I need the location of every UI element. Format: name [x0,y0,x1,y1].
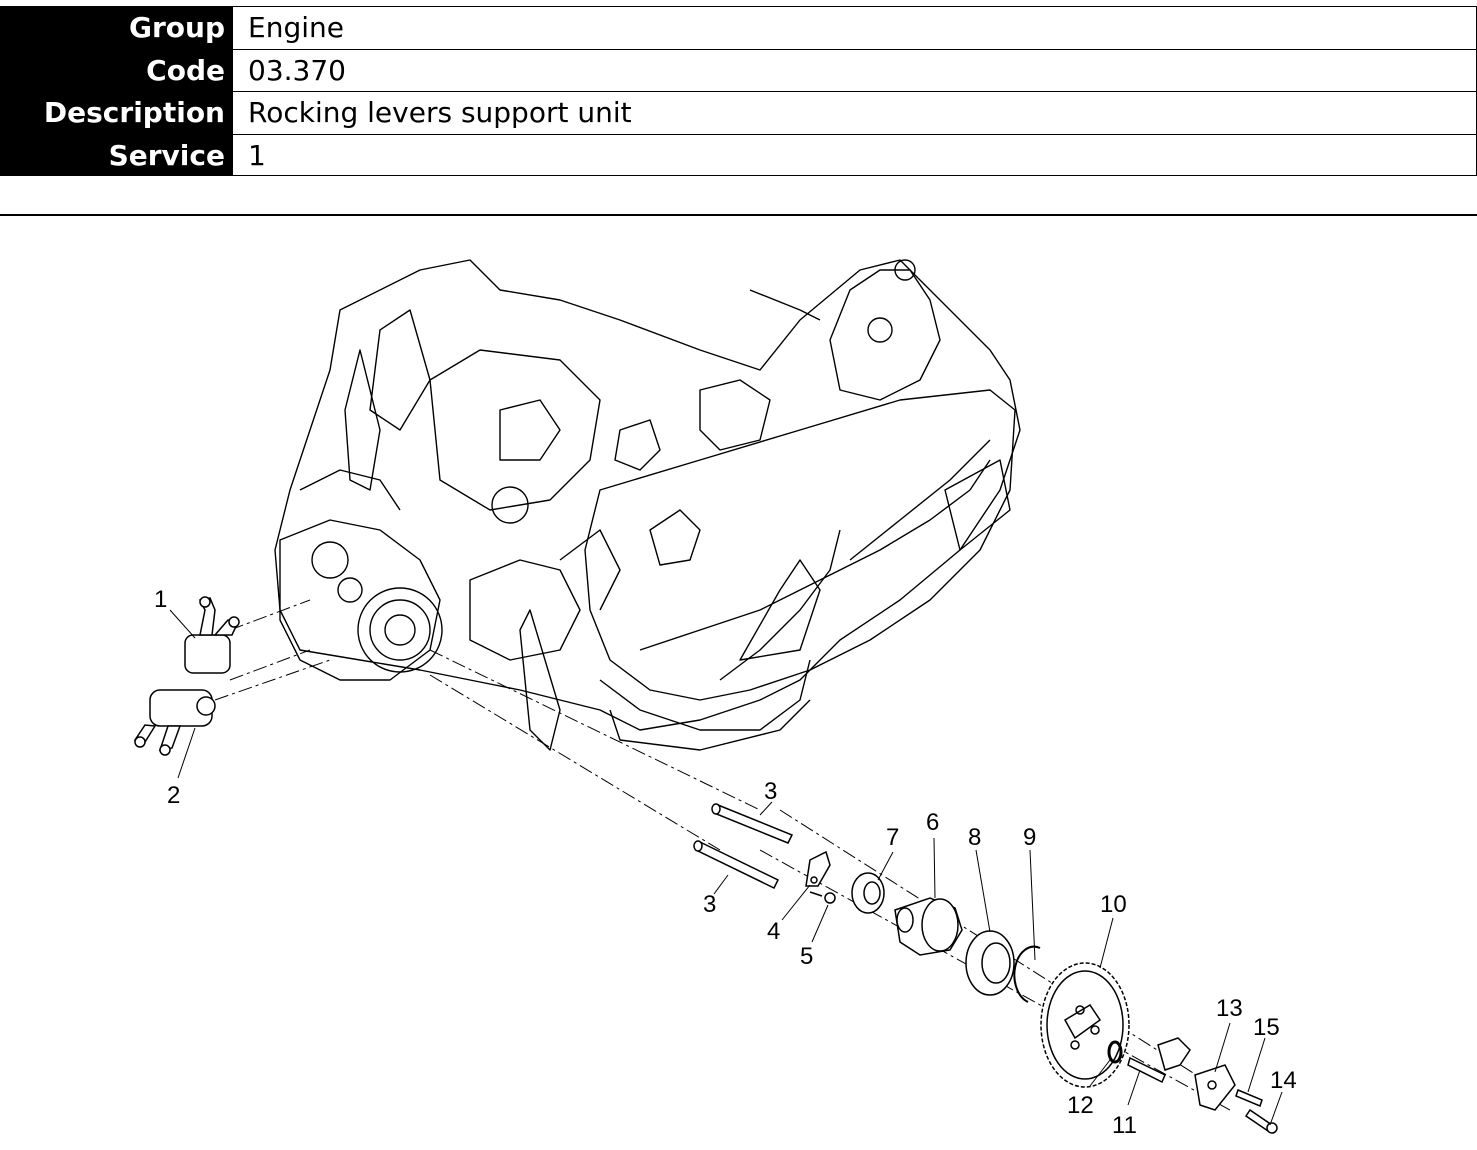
diagram-svg: 1 2 3 3 4 5 6 7 8 9 10 11 12 13 14 15 [133,259,1297,1139]
callout-1: 1 [154,586,167,613]
callout-12: 12 [1067,1092,1094,1119]
description-label: Description [0,92,236,134]
part-14-screw [1244,1108,1278,1134]
part-12-spring [1107,1040,1123,1064]
description-value: Rocking levers support unit [236,92,1477,134]
row-description: Description Rocking levers support unit [0,91,1477,134]
callout-2: 2 [167,782,180,809]
part-8-seal [965,930,1015,996]
callout-7: 7 [886,824,899,851]
group-value: Engine [236,7,1477,49]
callout-3b: 3 [703,891,716,918]
callout-9: 9 [1023,824,1036,851]
leader-lines [169,609,1283,1126]
callout-14: 14 [1270,1067,1297,1094]
part-10-sprocket [1040,962,1130,1088]
engine-illustration [274,259,1021,751]
part-6-camshaft [894,897,963,956]
callout-4: 4 [767,918,780,945]
group-label: Group [0,7,236,49]
part-5-screw [809,891,836,904]
callout-11: 11 [1112,1112,1137,1139]
callout-8: 8 [968,824,981,851]
exploded-parts-diagram: 1 2 3 3 4 5 6 7 8 9 10 11 12 13 14 15 [0,230,1477,1150]
callout-15: 15 [1253,1014,1280,1041]
code-label: Code [0,49,236,91]
service-value: 1 [236,134,1477,175]
part-13-counterweight [1194,1064,1236,1111]
callout-13: 13 [1216,995,1243,1022]
part-9-circlip [1013,945,1041,1003]
part-2-rocker-arm [133,689,216,756]
part-4-plate [805,850,831,887]
part-15-screw [1235,1088,1263,1108]
part-11-shaft [1127,1037,1191,1084]
row-code: Code 03.370 [0,48,1477,91]
callout-6: 6 [926,809,939,836]
code-value: 03.370 [236,49,1477,91]
part-7-bearing [851,872,885,914]
row-group: Group Engine [0,6,1477,49]
separator-line [0,214,1477,216]
callout-3a: 3 [764,778,777,805]
part-3-pins [693,803,794,889]
callout-5: 5 [800,943,813,970]
service-label: Service [0,134,236,175]
part-1-rocker-arm [184,596,240,674]
callout-10: 10 [1100,891,1127,918]
info-table: Group Engine Code 03.370 Description Roc… [0,6,1477,176]
row-service: Service 1 [0,133,1477,176]
